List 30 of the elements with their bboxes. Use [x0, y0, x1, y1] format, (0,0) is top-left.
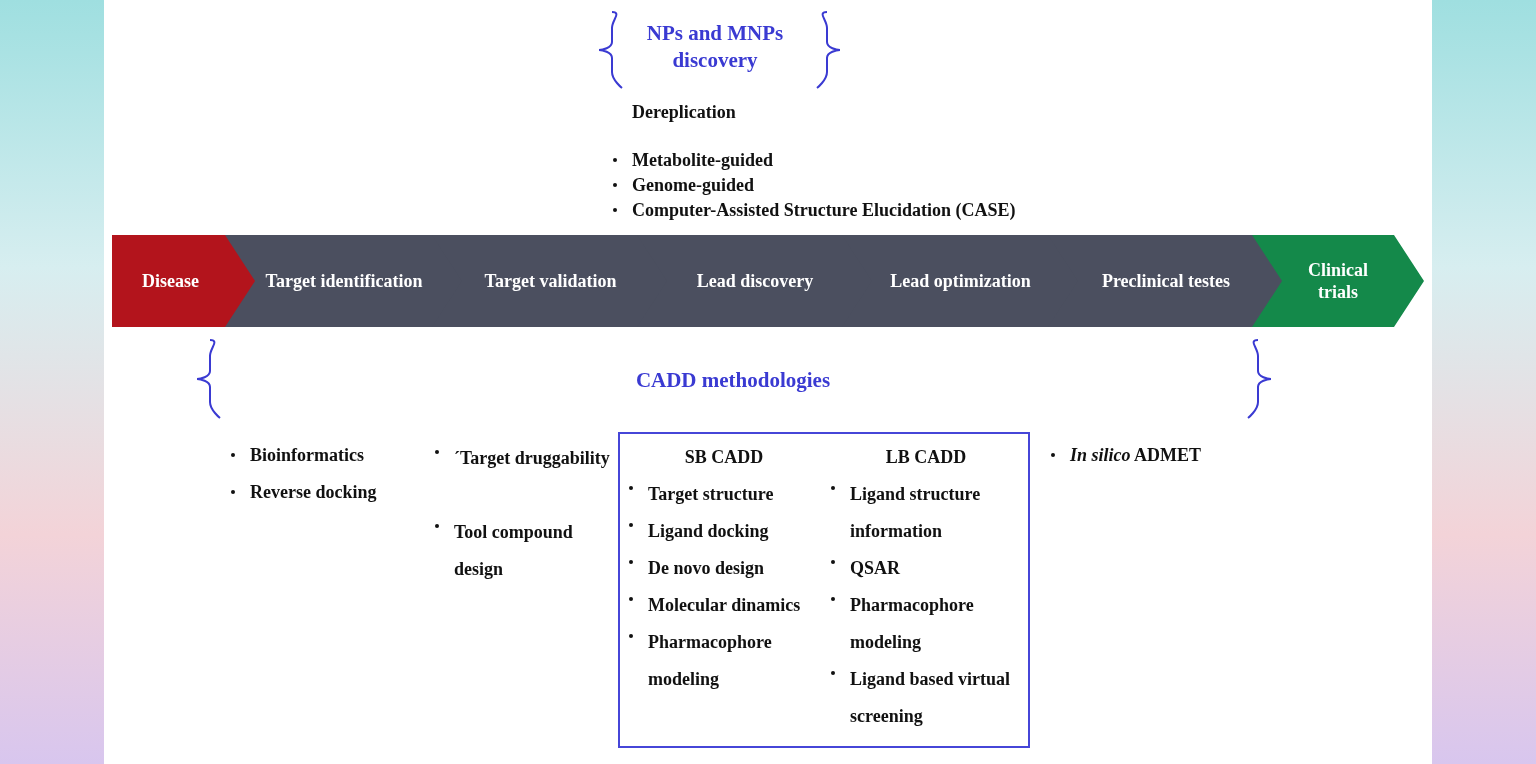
list-item: Tool compound design: [430, 514, 615, 588]
step-label: Lead discovery: [696, 270, 814, 292]
list-item: Pharmacophore modeling: [826, 587, 1026, 661]
list-item: ´Target druggability: [430, 440, 615, 477]
list-item: QSAR: [826, 550, 1026, 587]
list-item: De novo design: [624, 550, 824, 587]
subheading: Dereplication: [632, 101, 737, 124]
list-item: Target structure: [624, 476, 824, 513]
step-label: Preclinical testes: [1101, 270, 1231, 292]
step-label: Target validation: [484, 270, 617, 292]
list-item: Bioinformatics: [226, 443, 426, 467]
step-label: Clinical trials: [1307, 259, 1369, 303]
method-panel: [618, 432, 1030, 748]
step-label: Disease: [142, 270, 199, 292]
list-item: Metabolite-guided: [608, 148, 1108, 172]
list-item: Molecular dinamics: [624, 587, 824, 624]
list-item: Genome-guided: [608, 173, 1108, 197]
list-item: Ligand based virtual screening: [826, 661, 1026, 735]
step-label: Lead optimization: [890, 270, 1031, 292]
step-label: Target identification: [265, 270, 423, 292]
list-item: In silico ADMET: [1046, 443, 1286, 467]
list-item: Ligand structure information: [826, 476, 1026, 550]
column-heading: SB CADD: [683, 446, 765, 469]
list-item: Reverse docking: [226, 480, 426, 504]
list-item: Computer-Assisted Structure Elucidation (CASE): [608, 198, 1168, 222]
column-heading: LB CADD: [884, 446, 968, 469]
section-heading: CADD methodologies: [634, 368, 832, 392]
list-item: Pharmacophore modeling: [624, 624, 824, 698]
section-heading: NPs and MNPs discovery: [645, 20, 785, 74]
list-item: Ligand docking: [624, 513, 824, 550]
